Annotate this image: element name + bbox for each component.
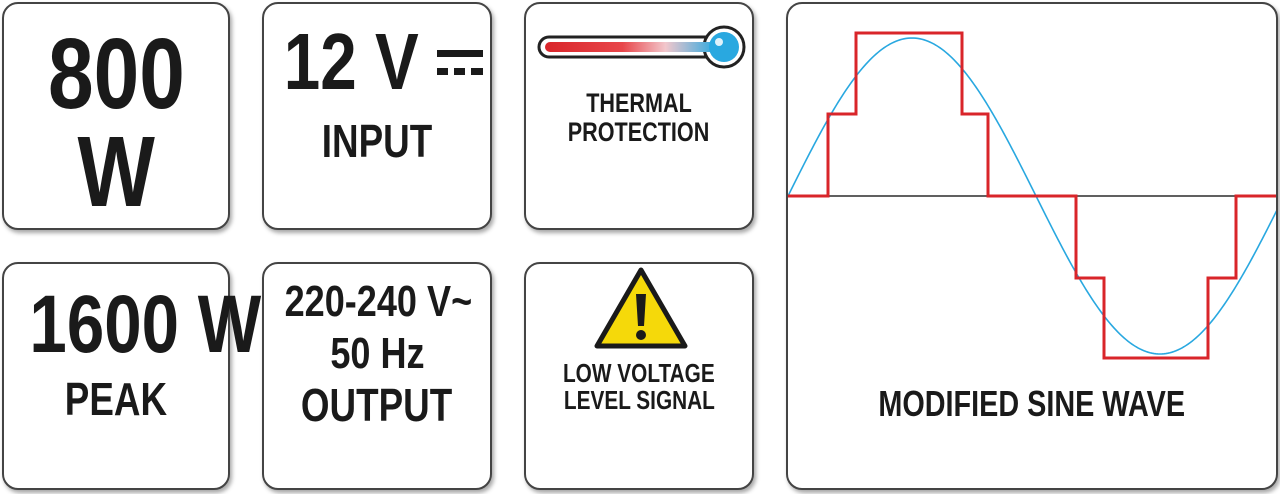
- sine-wave-line: [788, 37, 1276, 355]
- warning-icon: [594, 267, 688, 349]
- output-frequency: 50 Hz: [329, 329, 425, 378]
- output-label: OUTPUT: [301, 379, 453, 431]
- peak-label: PEAK: [64, 373, 168, 425]
- output-voltage: 220-240 V~: [284, 277, 473, 326]
- low-voltage-line2: LEVEL SIGNAL: [563, 385, 715, 415]
- power-rating-tile: 800 W: [2, 2, 230, 230]
- input-voltage-tile: 12 V INPUT: [262, 2, 492, 230]
- input-voltage-row: 12 V: [264, 22, 490, 102]
- power-unit: W: [77, 116, 155, 228]
- input-label: INPUT: [321, 115, 433, 167]
- modified-square-wave-line: [788, 31, 1276, 360]
- waveform-diagram: [788, 31, 1276, 360]
- thermal-line2: PROTECTION: [568, 117, 710, 147]
- thermal-line1: THERMAL: [586, 88, 692, 118]
- power-value: 800: [47, 18, 185, 130]
- thermal-protection-tile: THERMAL PROTECTION: [524, 2, 754, 230]
- dc-symbol-icon: [436, 50, 483, 75]
- peak-power-tile: 1600 W PEAK: [2, 262, 262, 490]
- low-voltage-line1: LOW VOLTAGE: [563, 358, 715, 388]
- low-voltage-tile: LOW VOLTAGE LEVEL SIGNAL: [524, 262, 754, 490]
- waveform-label: MODIFIED SINE WAVE: [878, 383, 1186, 424]
- output-tile: 220-240 V~ 50 Hz OUTPUT: [262, 262, 492, 490]
- input-voltage: 12 V: [284, 17, 420, 106]
- peak-value: 1600 W: [29, 279, 262, 370]
- waveform-tile: MODIFIED SINE WAVE: [786, 2, 1278, 490]
- thermometer-icon: [537, 25, 746, 69]
